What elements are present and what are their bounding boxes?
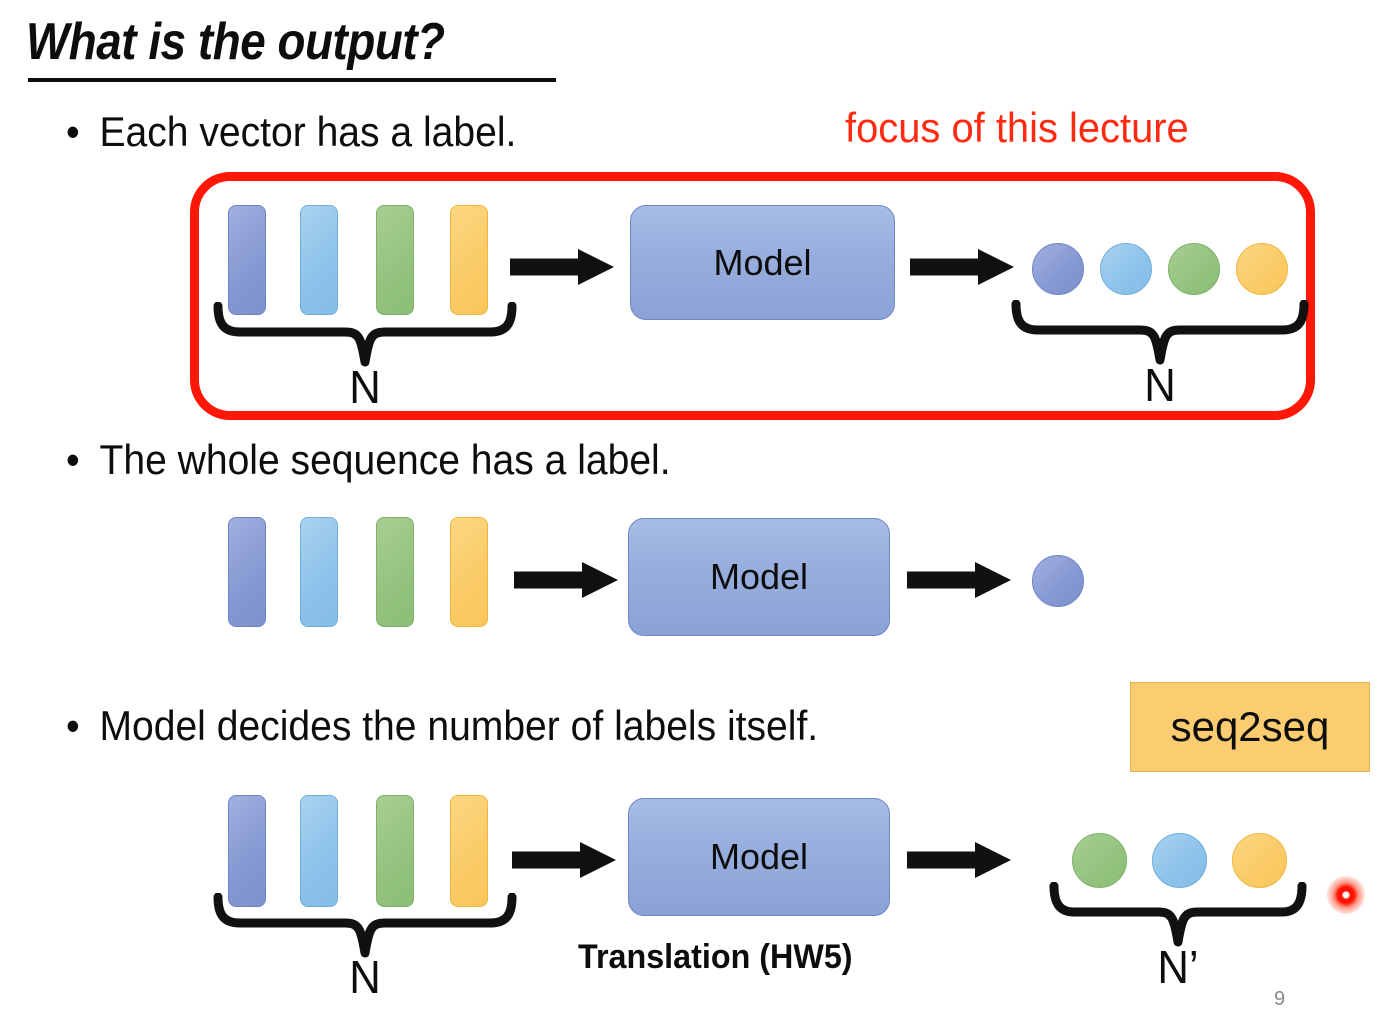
- model-label: Model: [709, 556, 809, 597]
- page-title: What is the output?: [26, 13, 445, 71]
- input-vector-3: [376, 205, 414, 315]
- laser-pointer-dot: [1327, 876, 1365, 914]
- model-label: Model: [713, 241, 812, 283]
- title-underline: [28, 78, 556, 82]
- bullet-text: Model decides the number of labels itsel…: [99, 702, 819, 749]
- bullet-item-1: • Each vector has a label.: [66, 108, 516, 156]
- output-circle-1: [1032, 243, 1084, 295]
- output-brace: [1011, 300, 1309, 365]
- output-circle-2: [1100, 243, 1152, 295]
- arrow-model-to-output: [907, 562, 1011, 598]
- input-brace: [213, 302, 517, 367]
- output-brace: [1049, 882, 1307, 947]
- bullet-text: The whole sequence has a label.: [99, 436, 671, 483]
- output-circle-1: [1072, 833, 1127, 888]
- input-vector-1: [228, 205, 266, 315]
- input-vector-1: [228, 517, 266, 627]
- bullet-item-3: • Model decides the number of labels itse…: [66, 702, 818, 750]
- output-circle-4: [1236, 243, 1288, 295]
- model-label: Model: [709, 836, 809, 877]
- output-brace-label: N’: [1157, 941, 1199, 993]
- bullet-marker: •: [66, 436, 80, 483]
- arrow-model-to-output: [910, 249, 1014, 285]
- input-vector-3: [376, 517, 414, 627]
- output-brace-label: N: [1144, 359, 1176, 411]
- seq2seq-label: seq2seq: [1170, 703, 1330, 750]
- page-number: 9: [1274, 988, 1286, 1010]
- arrow-model-to-output: [907, 842, 1011, 878]
- input-vector-2: [300, 517, 338, 627]
- input-brace-label: N: [349, 361, 381, 413]
- bullet-marker: •: [66, 702, 80, 749]
- output-circle-1: [1032, 555, 1084, 607]
- focus-of-lecture-label: focus of this lecture: [845, 104, 1189, 151]
- input-brace-label: N: [349, 951, 381, 1003]
- model-box-2: Model: [628, 518, 890, 636]
- model-box-3: Model: [628, 798, 890, 916]
- arrow-input-to-model: [514, 562, 618, 598]
- input-vector-3: [376, 795, 414, 907]
- input-vector-2: [300, 795, 338, 907]
- output-circle-3: [1168, 243, 1220, 295]
- output-circle-3: [1232, 833, 1287, 888]
- arrow-input-to-model: [510, 249, 614, 285]
- model-box-1: Model: [630, 205, 895, 320]
- bullet-text: Each vector has a label.: [99, 108, 517, 155]
- bullet-marker: •: [66, 108, 80, 155]
- bullet-item-2: • The whole sequence has a label.: [66, 436, 671, 484]
- input-vector-4: [450, 517, 488, 627]
- input-vector-1: [228, 795, 266, 907]
- output-circle-2: [1152, 833, 1207, 888]
- translation-caption: Translation (HW5): [578, 938, 853, 976]
- input-vector-2: [300, 205, 338, 315]
- input-brace: [213, 893, 517, 958]
- input-vector-4: [450, 795, 488, 907]
- arrow-input-to-model: [512, 842, 616, 878]
- focus-highlight-box: [190, 172, 1315, 420]
- input-vector-4: [450, 205, 488, 315]
- seq2seq-tag: seq2seq: [1130, 682, 1370, 772]
